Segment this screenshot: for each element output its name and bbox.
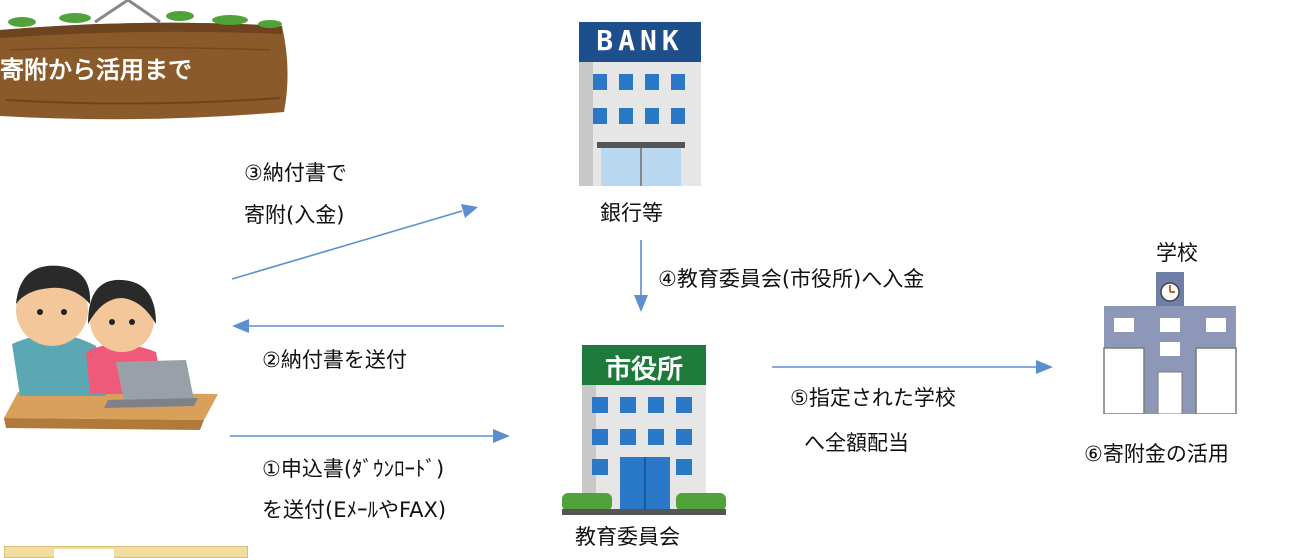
bank-sign-text: BANK bbox=[596, 24, 684, 57]
family-computer-illustration-icon bbox=[4, 254, 218, 438]
step3-label-line1: ③納付書で bbox=[244, 161, 347, 185]
step2-label: ②納付書を送付 bbox=[262, 348, 407, 372]
sign-title: 寄附から活用まで bbox=[0, 56, 192, 84]
step3-label-line2: 寄附(入金) bbox=[244, 203, 345, 227]
bank-caption: 銀行等 bbox=[600, 201, 663, 225]
flyer-illustration-icon bbox=[4, 546, 248, 558]
step5-label-line1: ⑤指定された学校 bbox=[790, 386, 956, 410]
city-hall-building-icon: 市役所 bbox=[562, 345, 726, 515]
step1-label-line1: ①申込書(ﾀﾞｳﾝﾛｰﾄﾞ) bbox=[262, 457, 445, 481]
arrow-step3 bbox=[231, 210, 463, 280]
city-hall-caption: 教育委員会 bbox=[575, 525, 680, 549]
city-hall-sign-text: 市役所 bbox=[604, 355, 683, 385]
bank-building-icon: BANK bbox=[577, 22, 703, 186]
step6-label: ⑥寄附金の活用 bbox=[1084, 442, 1229, 466]
school-caption: 学校 bbox=[1156, 241, 1198, 265]
step1-label-line2: を送付(EﾒｰﾙやFAX) bbox=[262, 498, 447, 522]
school-building-icon bbox=[1100, 272, 1240, 414]
step5-label-line2: へ全額配当 bbox=[804, 431, 909, 455]
step4-label: ④教育委員会(市役所)へ入金 bbox=[658, 267, 925, 291]
wooden-sign: 寄附から活用まで bbox=[0, 0, 290, 128]
